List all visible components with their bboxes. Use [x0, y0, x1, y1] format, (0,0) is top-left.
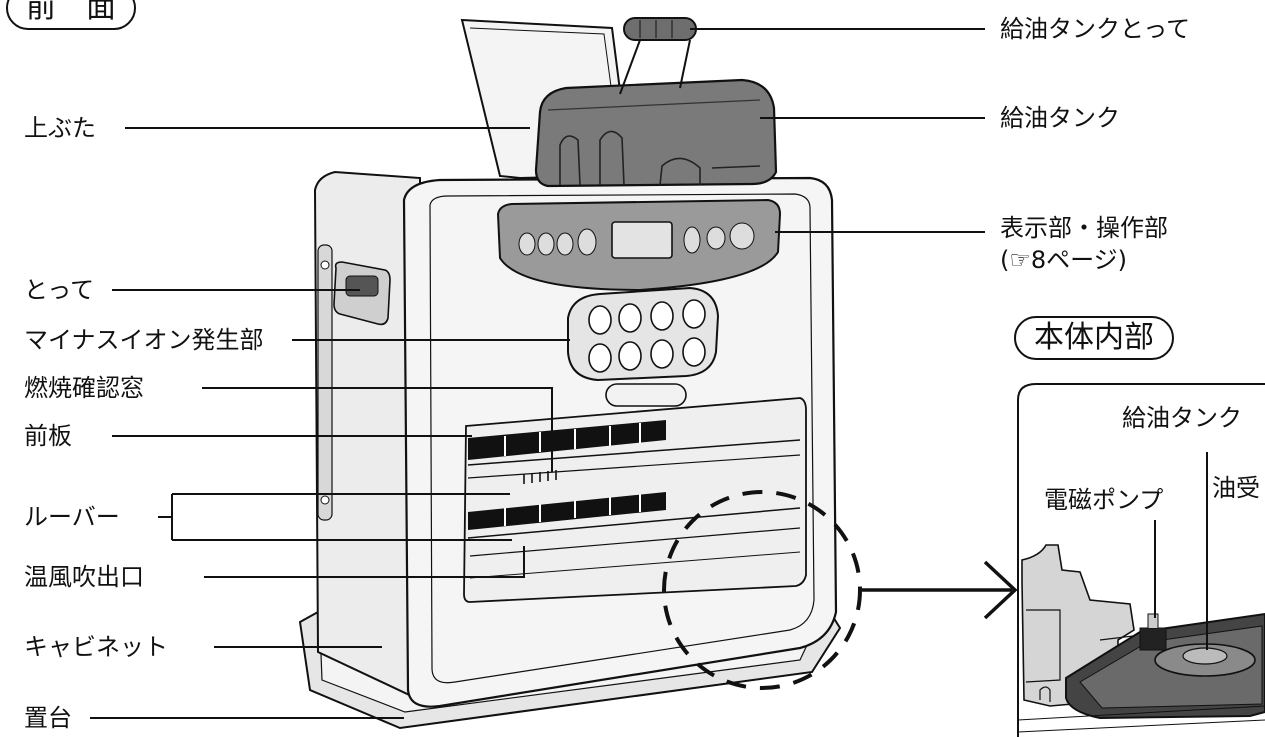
inside-section-title: 本体内部 — [1014, 316, 1174, 360]
solenoid-pump — [1139, 627, 1167, 651]
louver-upper — [468, 420, 666, 460]
label-inside-oil-receiver: 油受 — [1212, 474, 1260, 502]
label-front-plate: 前板 — [24, 422, 72, 450]
tank-handle-grip — [623, 17, 697, 41]
louver-lower — [468, 492, 666, 530]
label-handle: とって — [24, 276, 95, 304]
label-warm-air-outlet: 温風吹出口 — [24, 563, 144, 591]
label-tank-handle: 給油タンクとって — [1000, 15, 1191, 43]
inside-frame — [1017, 383, 1265, 737]
label-combustion-window: 燃焼確認窓 — [24, 374, 144, 402]
label-louver: ルーバー — [24, 503, 120, 531]
label-top-lid: 上ぶた — [24, 114, 96, 142]
label-inside-pump: 電磁ポンプ — [1044, 486, 1164, 514]
label-ion-generator: マイナスイオン発生部 — [24, 326, 264, 354]
label-display-panel: 表示部・操作部 — [1000, 214, 1168, 242]
magnify-circle — [662, 490, 862, 690]
label-tank: 給油タンク — [1000, 104, 1120, 132]
front-section-title: 前 面 — [6, 0, 136, 30]
label-inside-tank: 給油タンク — [1122, 404, 1242, 432]
fuel-tank — [534, 78, 778, 188]
label-cabinet: キャビネット — [24, 633, 168, 661]
label-stand: 置台 — [24, 704, 72, 732]
combustion-window — [523, 470, 557, 484]
label-display-panel-ref: (☞8ページ) — [1000, 246, 1128, 274]
